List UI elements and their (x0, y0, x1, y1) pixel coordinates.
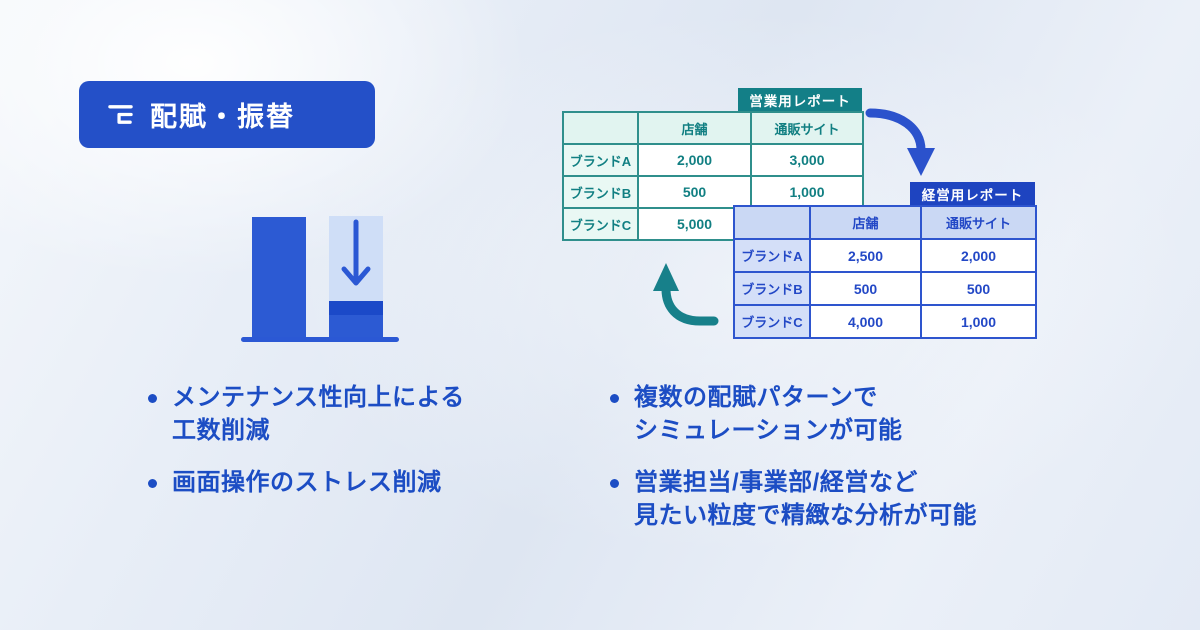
row-label: ブランドB (562, 175, 639, 209)
row-label: ブランドA (733, 238, 811, 273)
badge-label: 配賦・振替 (150, 102, 295, 132)
list-item-text: 画面操作のストレス削減 (172, 469, 442, 496)
benefits-list-left: メンテナンス性向上による工数削減画面操作のストレス削減 (148, 381, 528, 499)
value-cell: 1,000 (750, 175, 864, 209)
column-header: 店舗 (809, 205, 922, 240)
value-cell: 1,000 (920, 304, 1037, 339)
table-header-row: 店舗通販サイト (733, 205, 1037, 240)
value-cell: 500 (920, 271, 1037, 306)
right-bar-band (329, 301, 383, 315)
column-header: 通販サイト (750, 111, 864, 145)
column-header: 通販サイト (920, 205, 1037, 240)
bullet-dot-icon (148, 394, 157, 403)
column-header (733, 205, 811, 240)
table-header-row: 店舗通販サイト (562, 111, 864, 145)
bar-chart-illustration (241, 216, 399, 342)
bullet-dot-icon (610, 394, 619, 403)
allocation-icon (108, 105, 133, 124)
list-item: 営業担当/事業部/経営など見たい粒度で精緻な分析が可能 (610, 466, 1090, 532)
arrow-to-management-icon (865, 108, 935, 176)
value-cell: 2,000 (920, 238, 1037, 273)
value-cell: 4,000 (809, 304, 922, 339)
value-cell: 500 (809, 271, 922, 306)
value-cell: 2,000 (637, 143, 752, 177)
bullet-dot-icon (148, 479, 157, 488)
arrow-to-sales-icon (653, 263, 719, 326)
title-badge: 配賦・振替 (79, 81, 375, 148)
list-item: 画面操作のストレス削減 (148, 466, 528, 499)
value-cell: 3,000 (750, 143, 864, 177)
value-cell: 2,500 (809, 238, 922, 273)
row-label: ブランドC (733, 304, 811, 339)
row-label: ブランドA (562, 143, 639, 177)
row-label: ブランドC (562, 207, 639, 241)
benefits-list-right: 複数の配賦パターンでシミュレーションが可能営業担当/事業部/経営など見たい粒度で… (610, 381, 1090, 532)
list-item: 複数の配賦パターンでシミュレーションが可能 (610, 381, 1090, 447)
right-bar-fill (329, 315, 383, 339)
list-item-text: 営業担当/事業部/経営など見たい粒度で精緻な分析が可能 (634, 469, 977, 529)
list-item: メンテナンス性向上による工数削減 (148, 381, 528, 447)
column-header: 店舗 (637, 111, 752, 145)
list-item-text: 複数の配賦パターンでシミュレーションが可能 (634, 384, 903, 444)
row-label: ブランドB (733, 271, 811, 306)
value-cell: 500 (637, 175, 752, 209)
list-item-text: メンテナンス性向上による工数削減 (172, 384, 465, 444)
left-bar (252, 217, 306, 339)
management-report-tab: 経営用レポート (910, 182, 1035, 205)
sales-report-tab: 営業用レポート (738, 88, 862, 111)
baseline (241, 337, 399, 342)
bullet-dot-icon (610, 479, 619, 488)
value-cell: 5,000 (637, 207, 752, 241)
down-arrow-icon (341, 219, 371, 286)
column-header (562, 111, 639, 145)
